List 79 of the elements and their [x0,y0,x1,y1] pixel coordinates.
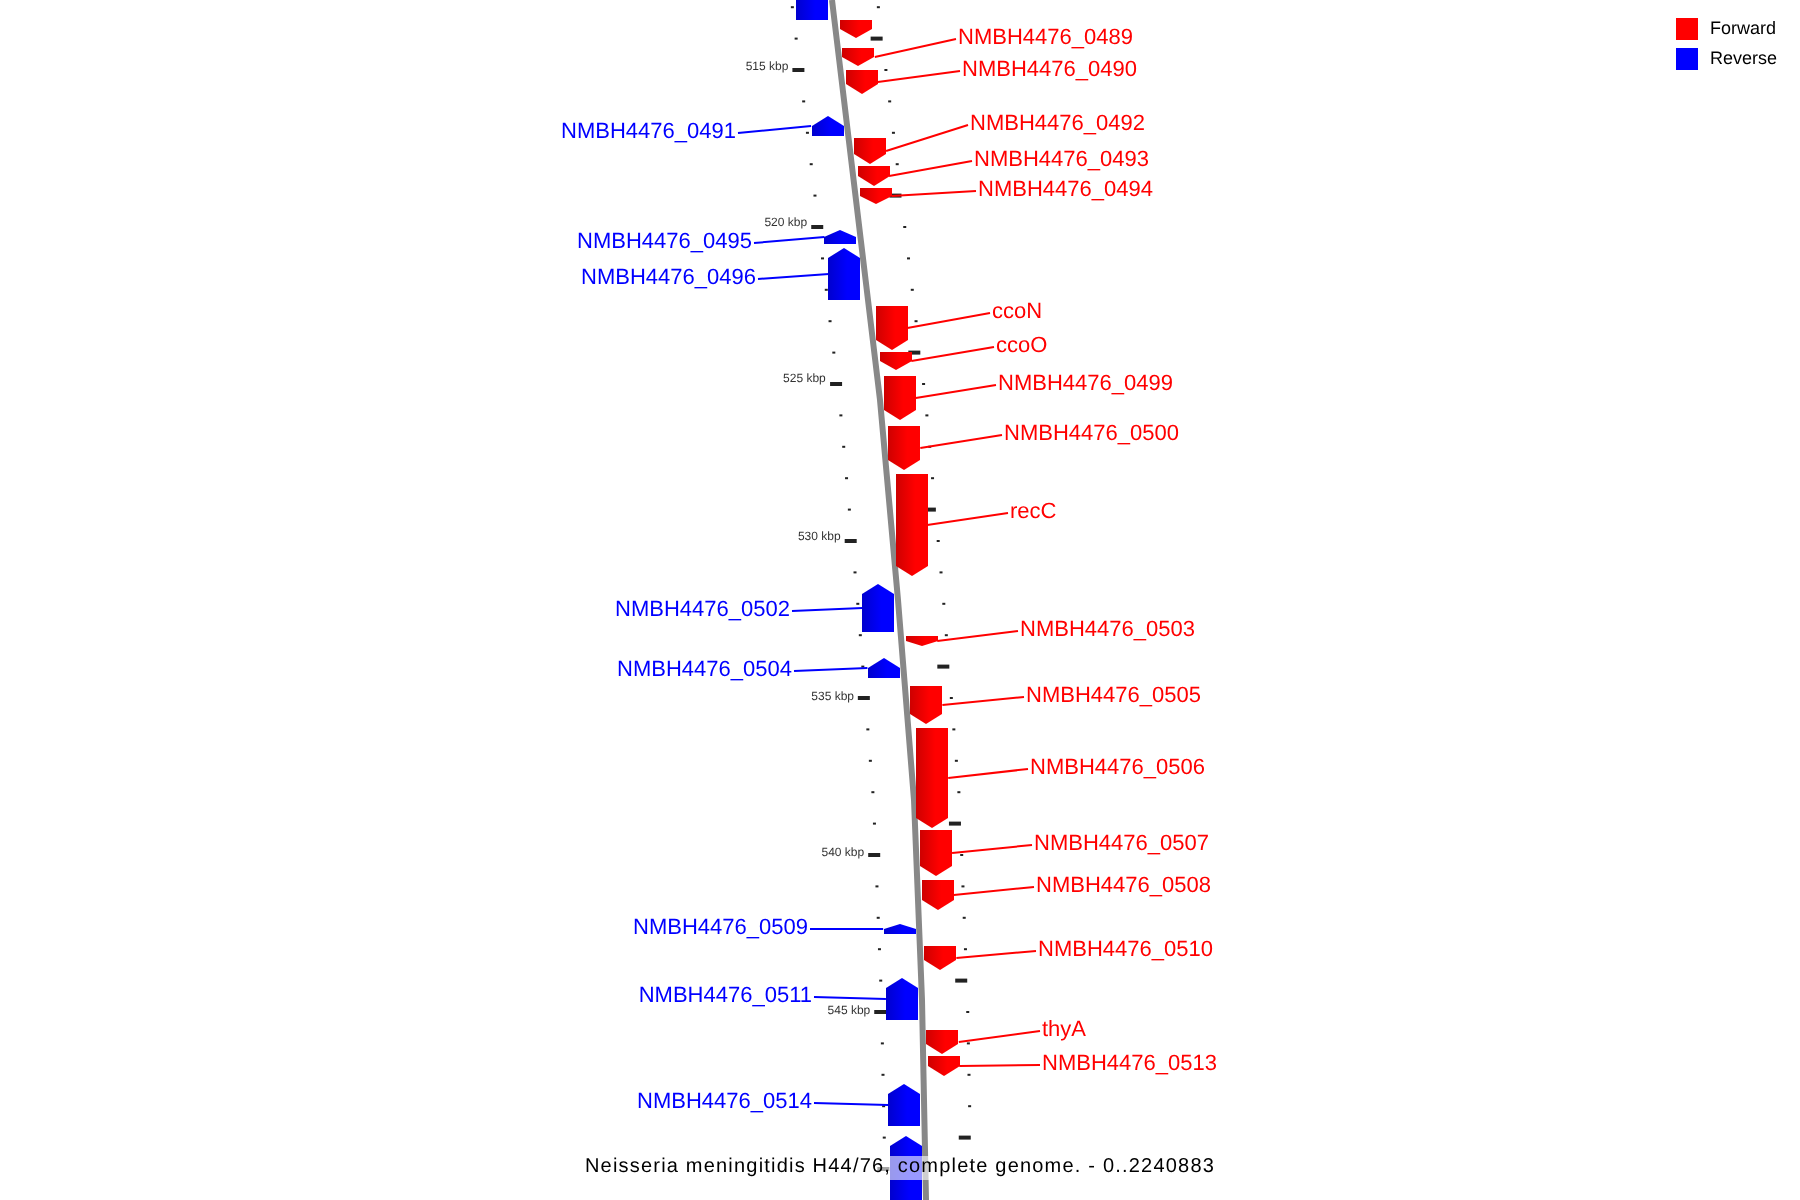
gene-feature [854,138,887,164]
leader-line [914,384,997,399]
leader-line [885,124,969,152]
gene-feature [888,426,921,470]
gene-label: NMBH4476_0492 [970,112,1145,138]
gene-feature [867,658,900,678]
gene-label: recC [1010,500,1057,526]
leader-line [737,125,813,134]
leader-line [910,346,995,362]
gene-label: NMBH4476_0514 [637,1090,812,1116]
leader-line [941,696,1025,706]
gene-feature [845,70,878,94]
gene-label: NMBH4476_0509 [633,916,808,942]
gene-label: NMBH4476_0489 [958,26,1133,52]
leader-line [919,434,1003,449]
leader-line [876,70,961,83]
gene-feature [888,1084,921,1126]
gene-label: NMBH4476_0508 [1036,874,1211,900]
gene-label: ccoO [996,334,1048,360]
gene-feature [811,116,844,136]
gene-label: NMBH4476_0511 [638,984,812,1010]
gene-feature [895,474,928,576]
leader-line [873,38,957,58]
gene-feature [926,1030,959,1054]
gene-label: NMBH4476_0500 [1004,422,1179,448]
gene-feature [828,248,861,300]
leader-line [809,928,885,930]
gene-feature [883,924,916,934]
gene-label: NMBH4476_0495 [577,230,752,256]
leader-line [906,312,991,329]
leader-line [753,236,826,244]
gene-feature [905,636,938,646]
leader-line [813,1102,890,1106]
gene-label: NMBH4476_0502 [615,598,790,624]
gene-feature [885,978,918,1020]
gene-label: NMBH4476_0491 [561,120,736,146]
gene-label: NMBH4476_0496 [581,266,756,292]
gene-label: NMBH4476_0493 [974,148,1149,174]
leader-line [757,273,830,280]
leader-line [957,1030,1041,1043]
gene-feature [862,584,895,632]
leader-line [958,1064,1041,1067]
gene-label: NMBH4476_0504 [617,658,792,684]
gene-label: NMBH4476_0505 [1026,684,1201,710]
caption: Neisseria meningitidis H44/76, complete genome. - 0..2240883 [584,1156,1216,1180]
gene-label: NMBH4476_0490 [962,58,1137,84]
leader-line [955,950,1037,959]
leader-line [952,886,1035,896]
leader-line [951,844,1033,854]
leader-line [947,768,1029,779]
gene-feature [883,376,916,420]
gene-feature [910,686,943,724]
gene-feature [857,166,890,186]
gene-feature [824,230,857,244]
legend-label: Forward [1710,18,1777,40]
gene-label: NMBH4476_0513 [1042,1052,1217,1078]
gene-label: NMBH4476_0503 [1020,618,1195,644]
leader-line [793,667,869,672]
leader-line [813,996,887,1000]
legend-label: Reverse [1710,48,1778,70]
gene-label: thyA [1042,1018,1087,1044]
leader-line [791,607,864,612]
gene-label: ccoN [992,300,1043,326]
leader-line [890,190,977,197]
gene-label: NMBH4476_0499 [998,372,1173,398]
gene-label: NMBH4476_0507 [1034,832,1209,858]
leader-line [926,512,1009,526]
gene-feature [859,188,892,204]
leader-line [888,160,973,177]
gene-label: NMBH4476_0510 [1038,938,1213,964]
gene-feature [839,20,872,38]
leader-line [936,630,1019,642]
gene-feature [921,880,954,910]
gene-feature [842,48,875,66]
gene-label: NMBH4476_0494 [978,178,1153,204]
gene-feature [927,1056,960,1076]
gene-feature [920,830,953,876]
gene-label: NMBH4476_0506 [1030,756,1205,782]
gene-feature [924,946,957,970]
